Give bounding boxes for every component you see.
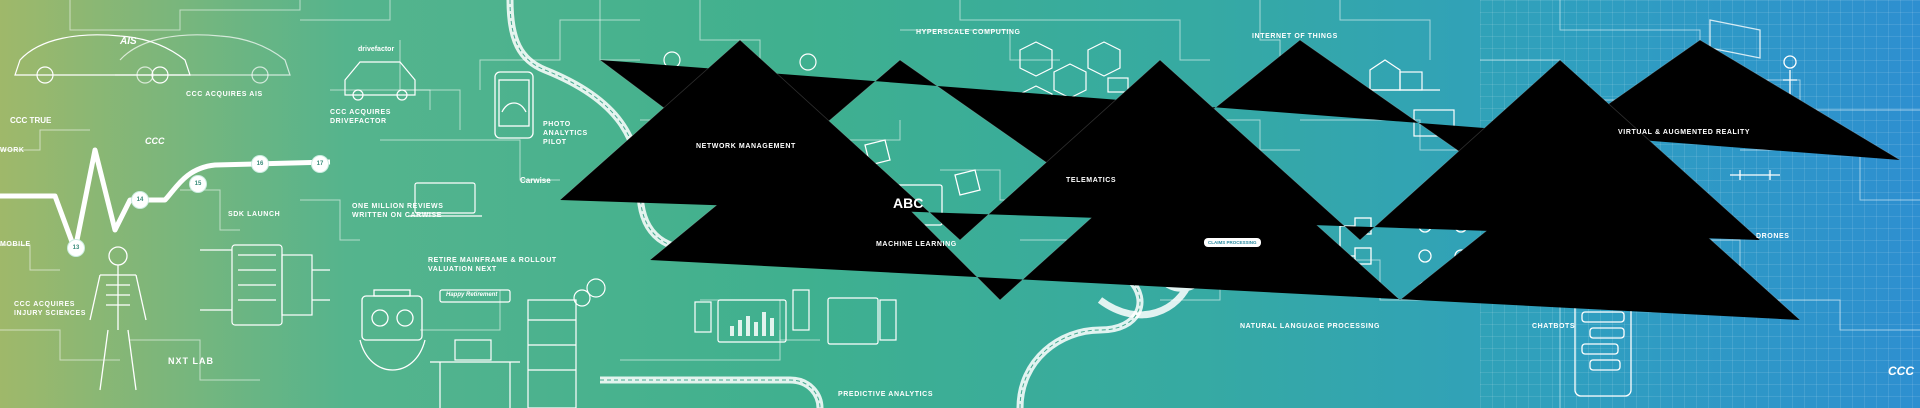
label-ccc-acquires-drivefactor: CCC ACQUIRES DRIVEFACTOR (330, 109, 391, 125)
ais-logo: AIS (120, 36, 137, 47)
label-internet-of-things: INTERNET OF THINGS (1252, 33, 1338, 40)
label-ccc-acquires-ais: CCC ACQUIRES AIS (186, 91, 263, 98)
ccc-logo-corner: CCC (1888, 364, 1914, 378)
label-natural-language-processing: NATURAL LANGUAGE PROCESSING (1240, 323, 1381, 330)
year-badge-16: 16 (252, 156, 268, 172)
drivefactor-logo: drivefactor (358, 46, 395, 53)
year-badge-15: 15 (190, 176, 206, 192)
label-work: WORK (0, 147, 25, 154)
carwise-logo: Carwise (520, 176, 551, 185)
label-virtual-augmented-reality: VIRTUAL & AUGMENTED REALITY (1618, 129, 1751, 136)
ccc-true-logo: CCC TRUE (10, 116, 52, 125)
year-badge-14: 14 (132, 192, 148, 208)
label-drones: DRONES (1756, 233, 1790, 240)
label-predictive-analytics: PREDICTIVE ANALYTICS (838, 391, 934, 398)
label-chatbots: CHATBOTS (1532, 323, 1576, 330)
happy-retirement-banner: Happy Retirement (446, 292, 498, 298)
label-sdk-launch: SDK LAUNCH (228, 211, 281, 218)
label-retire-mainframe: RETIRE MAINFRAME & ROLLOUT VALUATION NEX… (428, 257, 557, 273)
claims-processing-pill: CLAIMS PROCESSING (1204, 238, 1261, 247)
label-one-million-reviews: ONE MILLION REVIEWS WRITTEN ON CARWISE (352, 203, 444, 219)
label-network-management: NETWORK MANAGEMENT (696, 143, 796, 150)
year-badge-17: 17 (312, 156, 328, 172)
nxt-lab-logo: NXT LAB (168, 356, 214, 366)
label-hyperscale-computing: HYPERSCALE COMPUTING (916, 29, 1021, 36)
abc-screen-text: ABC (893, 195, 924, 211)
label-photo-analytics-pilot: PHOTO ANALYTICS PILOT (543, 121, 588, 146)
label-machine-learning: MACHINE LEARNING (876, 241, 957, 248)
label-mobile: MOBILE (0, 241, 31, 248)
ccc-logo-small: CCC (145, 136, 165, 146)
label-telematics: TELEMATICS (1066, 177, 1117, 184)
label-ccc-acquires-injury-sciences: CCC ACQUIRES INJURY SCIENCES (14, 301, 87, 317)
year-badge-13: 13 (68, 240, 84, 256)
